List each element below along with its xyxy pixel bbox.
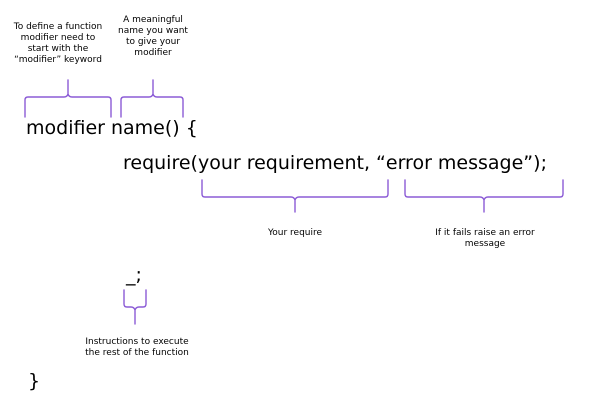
- code-line-placeholder: _;: [126, 264, 142, 286]
- annotation-line: Instructions to execute: [85, 337, 189, 347]
- code-line-require-statement: require(your requirement, “error message…: [123, 152, 547, 174]
- annotation-line: To define a function: [13, 22, 103, 32]
- annotation-modifier-name: A meaningful name you want to give your …: [110, 15, 196, 59]
- annotation-line: name you want: [118, 26, 188, 36]
- annotation-line: the rest of the function: [85, 348, 189, 358]
- bracket-requirement: [201, 179, 389, 213]
- annotation-line: start with the: [27, 44, 89, 54]
- annotation-line: modifier need to: [20, 33, 96, 43]
- annotation-line: Your require: [267, 228, 323, 238]
- bracket-modifier-keyword: [24, 79, 112, 118]
- annotation-error-message: If it fails raise an error message: [420, 228, 550, 250]
- annotation-modifier-keyword: To define a function modifier need to st…: [2, 22, 114, 66]
- annotation-line: modifier: [134, 48, 172, 58]
- code-line-modifier-declaration: modifier name() {: [26, 117, 198, 139]
- bracket-modifier-name: [120, 79, 184, 118]
- code-line-closing-brace: }: [28, 370, 41, 392]
- bracket-error-message: [404, 179, 564, 213]
- annotation-line: A meaningful: [123, 15, 183, 25]
- annotation-requirement: Your require: [245, 228, 345, 239]
- bracket-placeholder: [123, 289, 147, 325]
- annotation-line: message: [464, 239, 506, 249]
- annotation-line: to give your: [125, 37, 181, 47]
- annotation-placeholder: Instructions to execute the rest of the …: [72, 337, 202, 359]
- annotation-line: If it fails raise an error: [435, 228, 535, 238]
- annotation-line: “modifier” keyword: [14, 55, 102, 65]
